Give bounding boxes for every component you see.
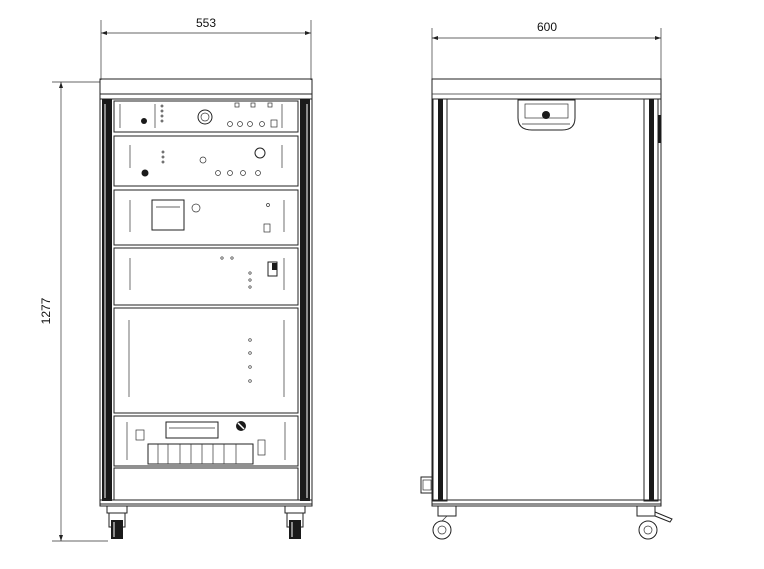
unit-6-display bbox=[165, 421, 219, 439]
front-view bbox=[99, 78, 313, 539]
rack-unit-5 bbox=[113, 307, 299, 414]
rack-unit-4 bbox=[113, 247, 299, 306]
dimension-side-depth: 600 bbox=[431, 20, 662, 80]
front-width-label: 553 bbox=[196, 16, 216, 30]
dimension-height: 1277 bbox=[39, 81, 108, 542]
rack-unit-1 bbox=[113, 100, 299, 133]
front-left-caster bbox=[106, 505, 128, 539]
side-connector bbox=[420, 476, 434, 494]
front-right-post bbox=[300, 99, 310, 501]
height-label: 1277 bbox=[39, 297, 53, 324]
rack-unit-6 bbox=[113, 415, 299, 467]
front-frame bbox=[99, 93, 313, 505]
rack-unit-3 bbox=[113, 189, 299, 246]
side-front-caster bbox=[432, 505, 457, 540]
unit-3-display bbox=[151, 199, 185, 231]
unit-6-terminal-block bbox=[147, 443, 254, 465]
side-handle bbox=[517, 99, 576, 131]
front-left-post bbox=[102, 99, 112, 501]
side-view bbox=[420, 78, 673, 540]
front-right-caster bbox=[284, 505, 306, 539]
side-top-cap bbox=[431, 78, 662, 100]
front-plinth bbox=[113, 467, 299, 501]
rack-unit-2 bbox=[113, 135, 299, 187]
side-panel bbox=[431, 98, 662, 505]
dimension-front-width: 553 bbox=[100, 16, 312, 80]
front-top-cap bbox=[99, 78, 313, 100]
side-rear-caster bbox=[636, 505, 673, 540]
side-depth-label: 600 bbox=[537, 20, 557, 34]
